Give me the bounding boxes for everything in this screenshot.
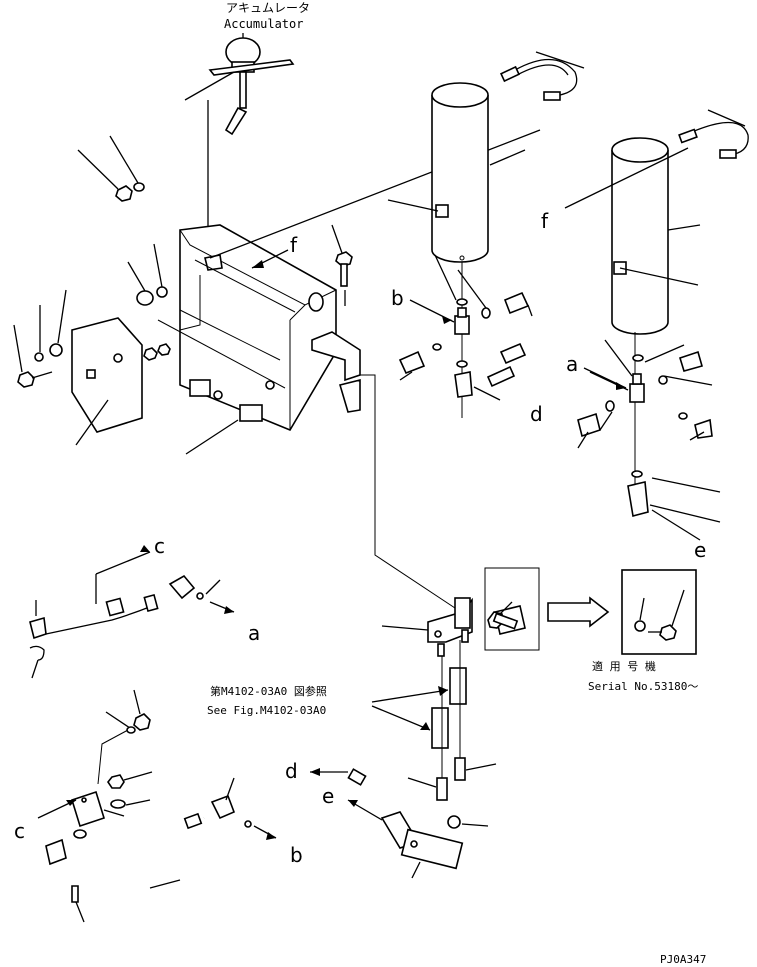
nitrogen-tank-1	[387, 82, 526, 263]
callout-a-1: a	[566, 352, 578, 376]
routing-line	[360, 374, 459, 611]
drawing-code: PJ0A347	[660, 953, 706, 966]
callout-e-1: e	[694, 538, 706, 562]
callout-c-1: c	[154, 534, 165, 558]
hose-assembly-c	[29, 545, 235, 679]
bracket-box	[157, 129, 541, 455]
hose-tank-2	[564, 109, 749, 209]
callout-e-2: e	[322, 784, 334, 808]
detail-inset	[484, 567, 697, 655]
hose-tank-1	[499, 51, 585, 101]
callout-d-1: d	[530, 402, 543, 426]
callout-f-1: f	[290, 233, 298, 257]
title-en: Accumulator	[224, 17, 303, 31]
lower-pipes-de	[310, 768, 489, 879]
nitrogen-tank-2	[611, 137, 701, 335]
callout-a-2: a	[248, 621, 260, 645]
valve-block-b	[398, 254, 533, 418]
lower-bracket-assembly	[381, 597, 519, 801]
callout-f-2: f	[541, 209, 549, 233]
reference-en: See Fig.M4102-03A0	[207, 704, 326, 717]
reference-jp: 第M4102-03A0 図参照	[210, 684, 327, 698]
callout-b: b	[391, 286, 404, 310]
accumulator-part	[184, 33, 295, 265]
callout-b-2: b	[290, 843, 303, 867]
nut-washer-group-top	[77, 135, 168, 306]
serial-jp: 適 用 号 機	[592, 659, 656, 673]
title-jp: アキュムレータ	[226, 1, 310, 15]
callout-c-2: c	[14, 819, 25, 843]
bolt-center	[331, 224, 353, 306]
serial-en: Serial No.53180～	[588, 680, 698, 693]
reference-pointers	[371, 686, 449, 731]
valve-block-a	[577, 332, 721, 541]
callout-d-2: d	[285, 759, 298, 783]
mounting-plate	[13, 289, 171, 446]
hose-assembly-b	[37, 689, 277, 923]
